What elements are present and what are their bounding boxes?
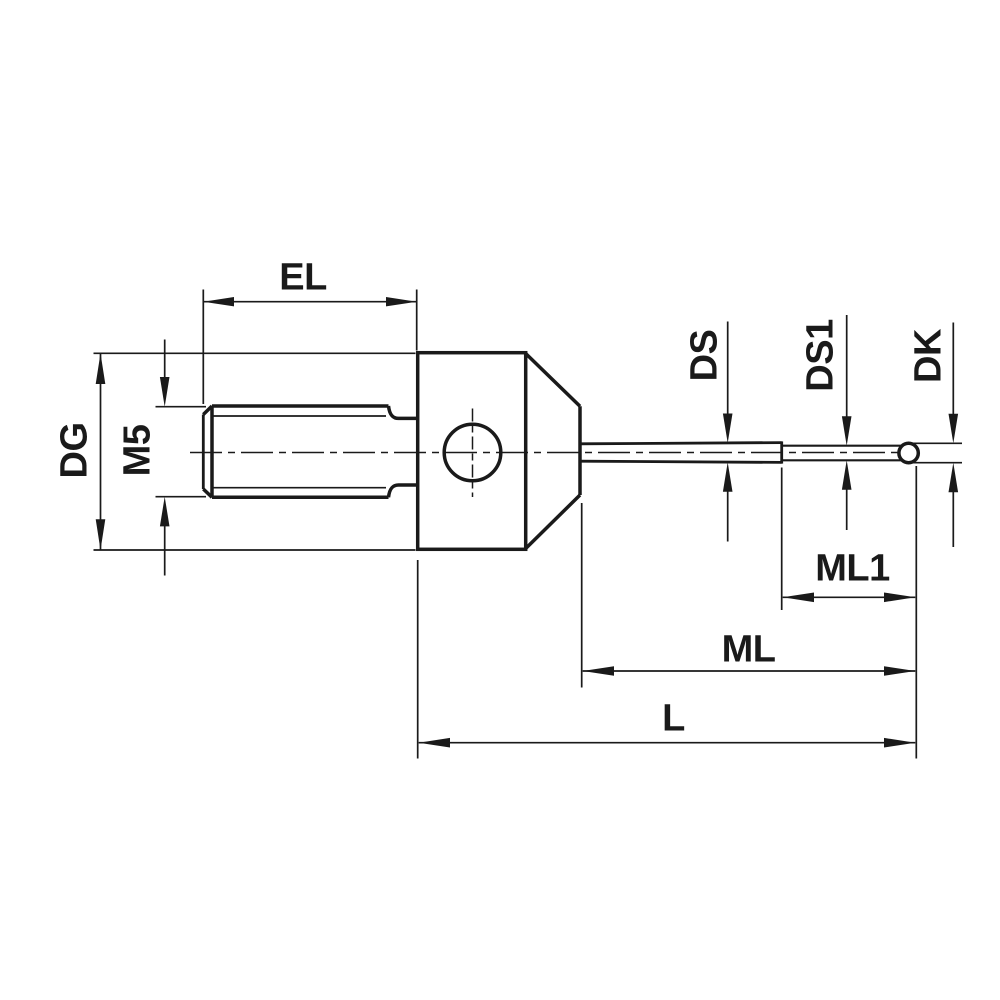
dim-dk-lines <box>909 322 962 547</box>
label-ml: ML <box>722 629 776 671</box>
dim-l-arrow-left <box>418 737 450 748</box>
ball-tip <box>897 441 921 465</box>
label-dg: DG <box>54 423 96 479</box>
dim-ml1-arrow-left <box>782 592 814 603</box>
dim-dg: DG <box>54 352 416 551</box>
stem-ds-top <box>579 441 782 446</box>
dim-l-lines <box>416 560 916 759</box>
dim-el-arrow-right <box>386 297 417 307</box>
thread-undercut-top <box>386 405 418 421</box>
dim-ds-arrow-bottom <box>722 462 733 492</box>
stylus-body-block <box>415 350 528 552</box>
label-el: EL <box>279 257 327 299</box>
dim-l-arrow-right <box>884 737 916 748</box>
dim-el: EL <box>202 257 418 404</box>
dim-ml: ML <box>580 503 916 688</box>
dim-el-lines <box>202 289 418 404</box>
dim-dg-lines <box>93 352 416 551</box>
label-ds: DS <box>684 330 726 382</box>
dim-m5-arrow-bottom <box>159 496 170 527</box>
dim-ml-arrow-right <box>884 666 916 676</box>
dim-m5-lines <box>155 339 206 576</box>
dim-dk-arrow-top <box>948 413 959 444</box>
dim-dg-arrow-bottom <box>95 519 106 550</box>
mounting-hole <box>442 422 503 483</box>
dim-ml1: ML1 <box>780 467 916 610</box>
dim-ml-lines <box>580 503 916 688</box>
dim-el-arrow-left <box>203 297 234 307</box>
dim-ds1-arrow-bottom <box>841 460 852 490</box>
dim-ds-arrow-top <box>722 413 733 443</box>
dim-ml-arrow-left <box>582 666 614 676</box>
label-ds1: DS1 <box>800 319 842 392</box>
dim-dk-arrow-bottom <box>948 462 959 493</box>
threaded-shank <box>201 404 418 500</box>
thread-crest-lines <box>212 404 389 500</box>
cone-bottom-edge <box>524 493 582 550</box>
dim-ds: DS <box>684 321 733 542</box>
dim-l: L <box>416 560 916 759</box>
thread-undercut-bottom <box>386 483 418 498</box>
label-l: L <box>662 698 685 740</box>
label-dk: DK <box>908 328 950 383</box>
stem-ds-bottom <box>579 459 782 464</box>
dim-m5: M5 <box>117 339 206 576</box>
taper-cone <box>524 352 582 550</box>
dim-ds1: DS1 <box>800 315 852 530</box>
stem-ds1 <box>781 444 902 462</box>
dim-ml1-arrow-right <box>884 592 916 603</box>
thread-root-lines <box>213 415 386 489</box>
dim-dk: DK <box>908 322 962 547</box>
label-ml1: ML1 <box>815 548 890 590</box>
dim-ds1-arrow-top <box>841 416 852 446</box>
dim-dg-arrow-top <box>95 353 106 384</box>
label-m5: M5 <box>117 424 159 476</box>
dim-m5-arrow-top <box>159 377 170 407</box>
cone-top-edge <box>524 352 582 408</box>
